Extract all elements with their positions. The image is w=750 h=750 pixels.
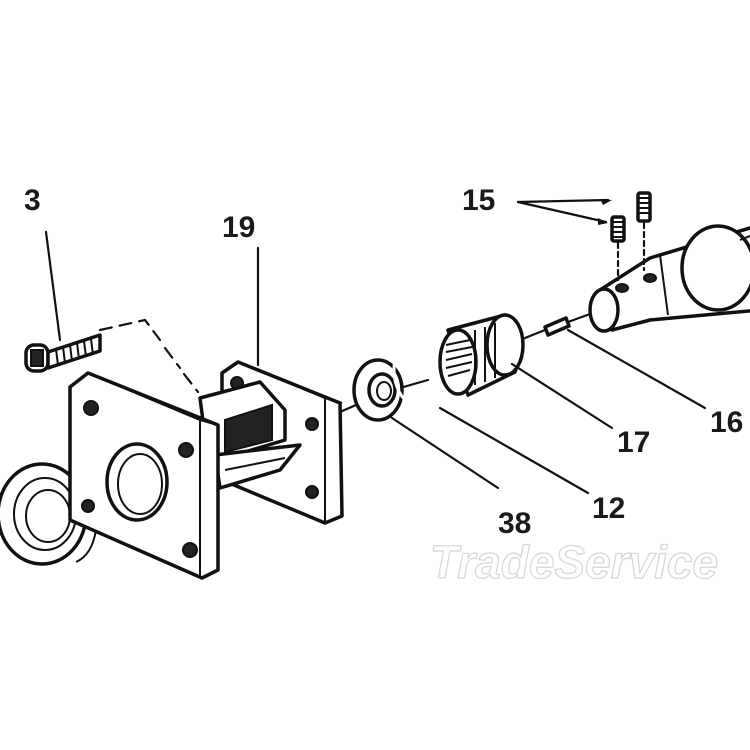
part-19-housing [68, 360, 344, 580]
watermark: TradeService [430, 536, 718, 588]
part-shaft [588, 224, 750, 333]
part-16-key [543, 316, 571, 337]
callout-19: 19 [222, 211, 255, 244]
callout-38: 38 [498, 507, 531, 540]
part-38-washer [352, 358, 404, 422]
callout-17: 17 [617, 426, 650, 459]
callout-3: 3 [24, 184, 41, 217]
leader-lines [44, 198, 707, 495]
assembly-axis [338, 403, 358, 414]
part-15-set-screws [610, 191, 652, 282]
part-17-bushing [438, 313, 525, 397]
callout-16: 16 [710, 406, 743, 439]
part-3-screw [24, 333, 102, 373]
callout-12: 12 [592, 492, 625, 525]
assembly-line-screw [98, 318, 200, 394]
callout-15: 15 [462, 184, 495, 217]
